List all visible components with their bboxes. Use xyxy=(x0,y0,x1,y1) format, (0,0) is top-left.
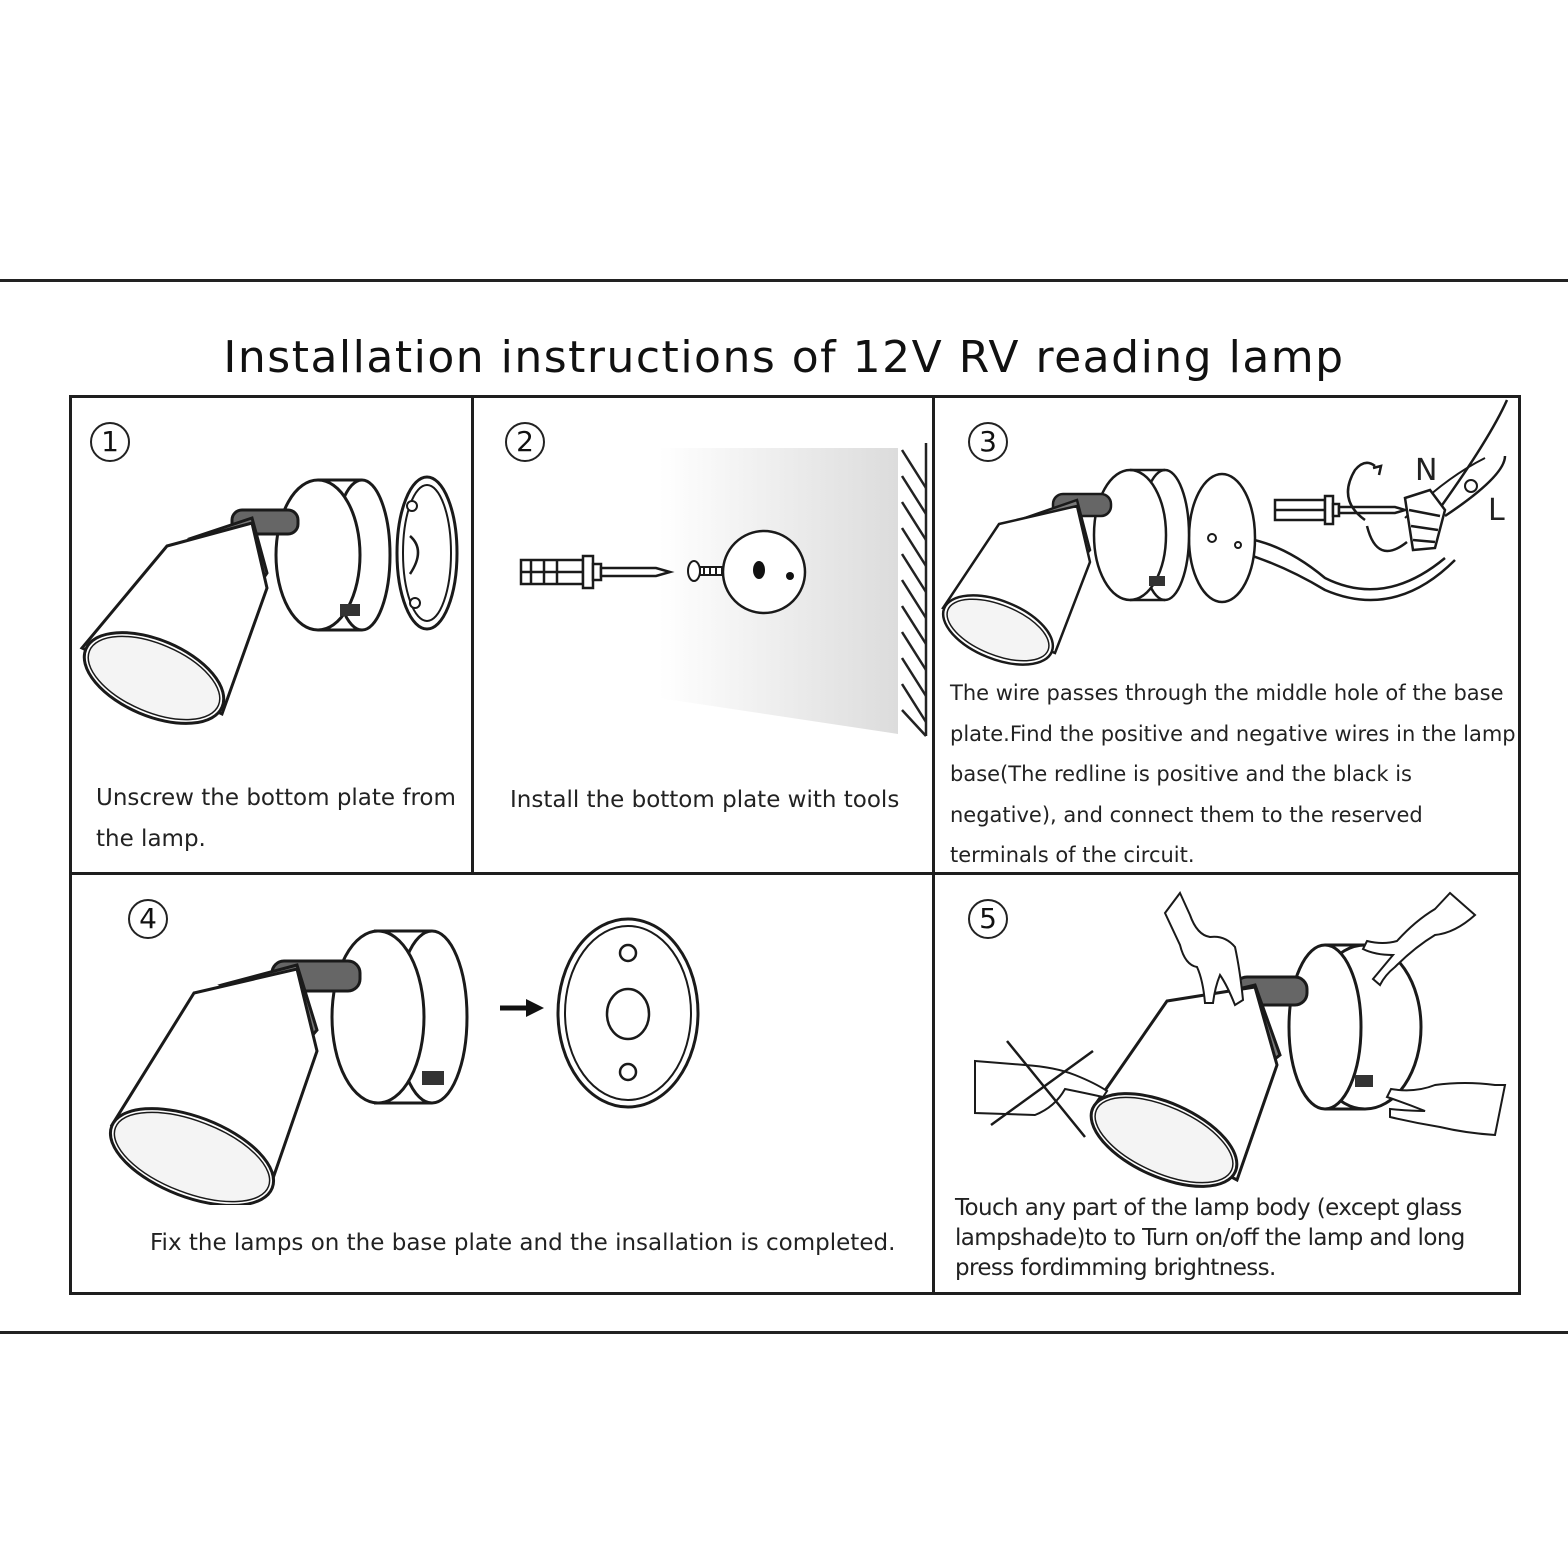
top-rule xyxy=(0,279,1568,282)
hand-icon xyxy=(1361,891,1477,987)
screwdriver xyxy=(519,554,675,590)
mount-lamp-illustration xyxy=(108,917,700,1205)
rotate-arrow xyxy=(1346,461,1408,553)
wiring-illustration: N L xyxy=(941,399,1509,666)
screw-install-illustration xyxy=(519,443,928,737)
page-title: Installation instructions of 12V RV read… xyxy=(223,332,1345,383)
step-2-caption: Install the bottom plate with tools xyxy=(510,787,900,813)
step-3-caption: The wire passes through the middle hole … xyxy=(950,681,1516,867)
hand-icon xyxy=(1385,1082,1507,1137)
step-4-number: 4 xyxy=(128,899,168,939)
lamp-unscrew-illustration xyxy=(79,475,459,725)
step-5-caption: Touch any part of the lamp body (except … xyxy=(955,1195,1465,1281)
step-1-number: 1 xyxy=(90,422,130,462)
step-1-caption: Unscrew the bottom plate from the lamp. xyxy=(96,785,456,852)
step-3-number: 3 xyxy=(968,422,1008,462)
hand-icon xyxy=(1163,891,1245,1007)
terminal-block xyxy=(1403,488,1447,552)
step-2-number: 2 xyxy=(505,422,545,462)
step-1-panel: 1 Unscrew the bottom plate from the lamp… xyxy=(69,395,474,875)
step-4-panel: 4 Fix the lamps on the ba xyxy=(69,872,935,1295)
base-plate xyxy=(1187,472,1257,604)
touch-control-illustration xyxy=(974,891,1507,1188)
wire-label-n: N xyxy=(1415,453,1437,488)
step-5-number: 5 xyxy=(968,899,1008,939)
wall-hatching xyxy=(900,449,928,737)
bottom-rule xyxy=(0,1331,1568,1334)
step-3-panel: 3 xyxy=(932,395,1521,875)
wire-label-l: L xyxy=(1488,493,1505,528)
step-5-panel: 5 xyxy=(932,872,1521,1295)
step-4-caption: Fix the lamps on the base plate and the … xyxy=(150,1230,896,1256)
cross-icon xyxy=(990,1040,1094,1138)
arrow-icon xyxy=(500,999,544,1017)
hand-icons xyxy=(974,891,1507,1137)
step-2-panel: 2 xyxy=(471,395,935,875)
